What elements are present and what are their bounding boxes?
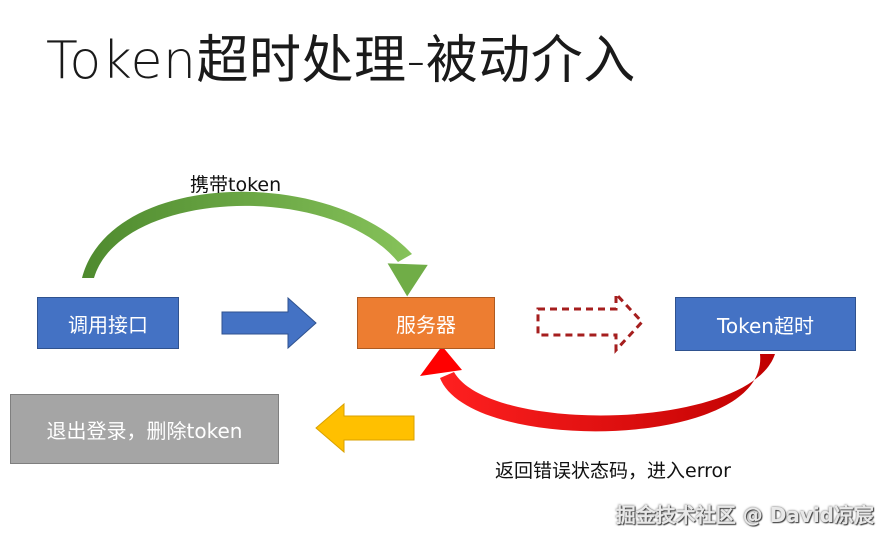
- forward-block-arrow: [221, 296, 317, 350]
- carry-token-label: 携带token: [190, 174, 282, 196]
- logout-box: 退出登录，删除token: [10, 394, 279, 464]
- dashed-block-arrow: [536, 290, 645, 354]
- slide-title: Token超时处理-被动介入: [46, 31, 636, 91]
- watermark-text: 掘金技术社区 @ David凉宸: [615, 503, 874, 527]
- token-timeout-box: Token超时: [675, 297, 856, 351]
- return-error-label: 返回错误状态码，进入error: [495, 460, 731, 482]
- carry-token-curved-arrow: [82, 191, 428, 297]
- return-error-curved-arrow: [420, 346, 775, 432]
- logout-block-arrow: [315, 402, 415, 454]
- server-box: 服务器: [357, 297, 495, 349]
- call-api-box: 调用接口: [37, 297, 179, 349]
